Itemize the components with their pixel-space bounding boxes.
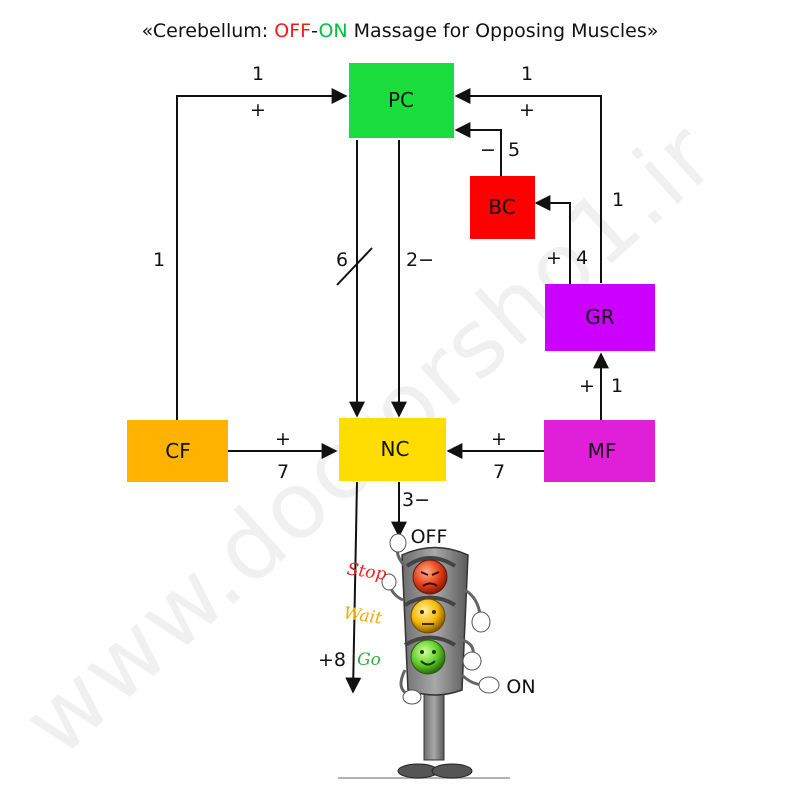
- label-bc-pc-num: 5: [508, 139, 520, 161]
- traffic-go-label: Go: [357, 650, 381, 670]
- arrow-cf-to-pc: [176, 88, 348, 420]
- title-dash: -: [311, 20, 318, 42]
- label-pc-nc-2: 2−: [406, 249, 434, 271]
- arrow-nc-out-8: [345, 481, 362, 694]
- title-open: «Cerebellum:: [142, 20, 275, 42]
- arrow-gr-to-pc: [454, 88, 602, 283]
- label-nc-out-8: +8: [318, 649, 346, 671]
- red-light-face: [412, 559, 448, 595]
- node-nc: NC: [339, 418, 446, 481]
- arrow-bc-to-pc: [454, 122, 502, 176]
- node-nc-label: NC: [381, 437, 410, 461]
- label-gr-pc-side: 1: [612, 189, 624, 211]
- label-mf-nc-sign: +: [491, 428, 507, 450]
- traffic-on-label: ON: [506, 676, 535, 698]
- node-cf-label: CF: [165, 439, 190, 463]
- label-gr-bc-sign: +: [546, 247, 562, 269]
- node-bc: BC: [470, 176, 535, 239]
- traffic-wait-label: Wait: [342, 603, 383, 628]
- node-mf-label: MF: [588, 439, 617, 463]
- title-on: ON: [318, 20, 347, 42]
- green-light-face: [410, 639, 446, 675]
- label-mf-nc-num: 7: [493, 461, 505, 483]
- label-gr-pc-num: 1: [521, 63, 533, 85]
- label-bc-pc-sign: −: [480, 139, 496, 161]
- node-pc-label: PC: [388, 88, 414, 112]
- label-cf-nc-num: 7: [277, 461, 289, 483]
- label-gr-pc-sign: +: [519, 99, 535, 121]
- connections: [176, 88, 609, 694]
- yellow-light-face: [410, 598, 446, 634]
- page-title: «Cerebellum: OFF-ON Massage for Opposing…: [142, 20, 659, 42]
- node-gr-label: GR: [585, 305, 614, 329]
- traffic-light-illustration: [338, 533, 510, 779]
- node-mf: MF: [544, 420, 655, 482]
- label-cf-vertical: 1: [153, 249, 165, 271]
- label-cf-nc-sign: +: [275, 428, 291, 450]
- label-cf-pc-sign: +: [250, 99, 266, 121]
- label-gr-bc-num: 4: [576, 247, 588, 269]
- slash-mark: [336, 247, 373, 286]
- traffic-off-label: OFF: [411, 526, 448, 548]
- title-off: OFF: [274, 20, 311, 42]
- title-rest: Massage for Opposing Muscles»: [348, 20, 659, 42]
- node-cf: CF: [127, 420, 228, 482]
- label-cf-pc-num: 1: [252, 63, 264, 85]
- label-mf-gr-sign: +: [579, 375, 595, 397]
- traffic-stop-label: Stop: [346, 559, 388, 584]
- label-nc-out-3: 3−: [402, 489, 430, 511]
- edge-labels: 1 + 1 + − 5 1 1 6 2− + 4 + 1 + 7 + 7 3− …: [153, 63, 624, 671]
- label-mf-gr-num: 1: [611, 375, 623, 397]
- node-pc: PC: [349, 63, 454, 138]
- label-pc-nc-6: 6: [336, 249, 348, 271]
- node-gr: GR: [545, 284, 655, 351]
- node-bc-label: BC: [488, 195, 515, 219]
- arrow-gr-to-bc: [534, 195, 571, 284]
